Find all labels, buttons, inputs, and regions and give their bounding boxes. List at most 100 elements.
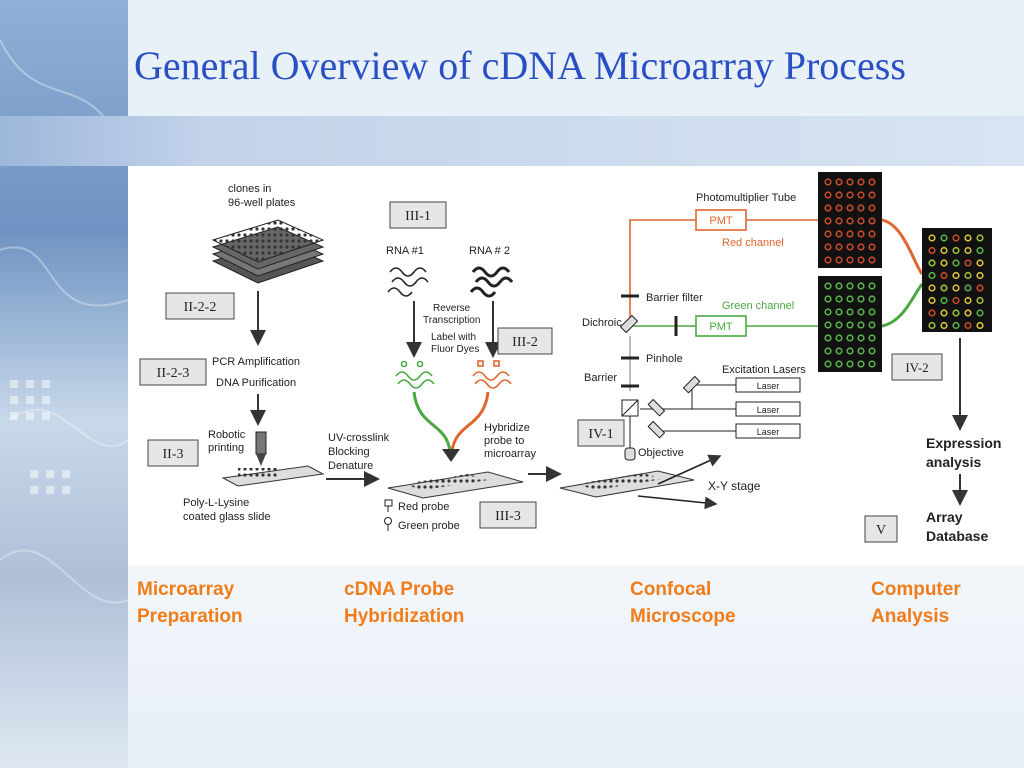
array-spot [952,284,960,292]
laser-1-box: Laser [735,377,801,393]
svg-text:IV-2: IV-2 [905,360,928,375]
caption-line-1: Microarray [137,579,235,600]
array-spot [976,246,984,255]
array-spot [846,321,854,329]
tag-v: V [864,515,898,543]
beam-splitter-diagonal [621,399,639,417]
svg-text:PMT: PMT [709,215,733,227]
array-spot [857,347,865,355]
tag-ii-2-3: II-2-3 [139,358,207,386]
array-spot [835,321,843,329]
array-spot [976,234,984,242]
caption-computer-analysis: Computer Analysis [871,576,961,630]
caption-confocal-microscope: Confocal Microscope [630,576,736,630]
array-spot [857,308,865,316]
pcr-label: PCR Amplification [212,356,300,368]
rna1-label: RNA #1 [386,245,424,257]
process-diagram-svg: clones in 96-well plates II-2-2 II-2-3 P… [139,172,1001,544]
array-spot [928,271,936,280]
hyb-label-1: Hybridize [484,422,530,434]
tag-ii-2-2: II-2-2 [165,292,235,320]
rna1-strands-icon [387,267,429,297]
label-dye-1: Label with [431,332,476,343]
rt-label-2: Transcription [423,315,480,326]
hybridized-slide-icon [387,471,524,499]
svg-text:II-3: II-3 [163,447,184,462]
expression-label-1: Expression [926,435,1001,451]
array-spot [928,296,936,305]
robotic-label-2: printing [208,442,244,454]
array-spot [835,360,843,368]
poly-label-2: coated glass slide [183,511,270,523]
array-spot [976,284,984,292]
array-spot [868,217,876,225]
clones-label-2: 96-well plates [228,197,296,209]
array-spot [964,309,972,317]
tag-ii-3: II-3 [147,439,199,467]
array-spot [940,246,948,255]
stage-y-arrow [657,454,722,485]
array-spot [835,295,843,303]
array-spot [952,309,960,317]
microarray-process-diagram: clones in 96-well plates II-2-2 II-2-3 P… [128,166,1024,565]
svg-text:Laser: Laser [757,405,780,415]
array-spot [835,243,843,251]
barrier-label: Barrier [584,372,617,384]
xy-stage-label: X-Y stage [708,479,761,493]
merged-scan-image [922,228,992,332]
circuit-decoration [0,39,128,604]
array-spot [964,321,972,330]
excitation-label: Excitation Lasers [722,364,806,376]
array-spot [952,234,960,242]
red-beam-path [629,219,696,326]
glass-slide-icon [221,465,325,487]
array-spot [964,296,972,305]
array-spot [846,217,854,225]
array-spot [824,334,832,342]
hyb-label-2: probe to [484,435,524,447]
red-channel-label: Red channel [722,237,784,249]
background-band [0,116,1024,166]
array-spot [940,284,948,292]
plate-stack-icon [211,219,325,284]
array-spot [835,217,843,225]
hyb-label-3: microarray [484,448,536,460]
array-spot [857,191,865,199]
array-spot [835,204,843,212]
array-spot [940,309,948,317]
array-spot [976,271,984,280]
array-spot [835,191,843,199]
caption-line-2: Analysis [871,606,950,627]
svg-text:Laser: Laser [757,427,780,437]
red-probe-legend-icon [384,499,393,512]
svg-text:II-2-2: II-2-2 [184,300,217,315]
caption-line-1: Computer [871,579,961,600]
tag-iv-1: IV-1 [577,419,625,447]
array-spot [976,309,984,317]
array-spot [868,256,876,264]
array-spot [835,282,843,290]
poly-label-1: Poly-L-Lysine [183,497,249,509]
array-spot [846,295,854,303]
array-spot [976,259,984,267]
caption-cdna-probe-hybridization: cDNA Probe Hybridization [344,576,464,630]
svg-text:PMT: PMT [709,321,733,333]
svg-text:Laser: Laser [757,381,780,391]
caption-line-2: Preparation [137,606,243,627]
caption-microarray-preparation: Microarray Preparation [137,576,243,630]
green-probe-molecules-icon [395,360,435,389]
array-spot [868,347,876,355]
tag-iv-2: IV-2 [891,353,943,381]
array-spot [857,334,865,342]
array-spot [952,296,960,305]
green-channel-scan-image [818,276,882,372]
pinhole-label: Pinhole [646,353,683,365]
array-spot [940,271,948,280]
array-spot [964,284,972,292]
tag-iii-1: III-1 [389,201,447,229]
red-channel-scan-image [818,172,882,268]
array-spot [964,246,972,255]
array-spot [824,217,832,225]
array-spot [868,230,876,238]
array-label-2: Database [926,528,988,544]
